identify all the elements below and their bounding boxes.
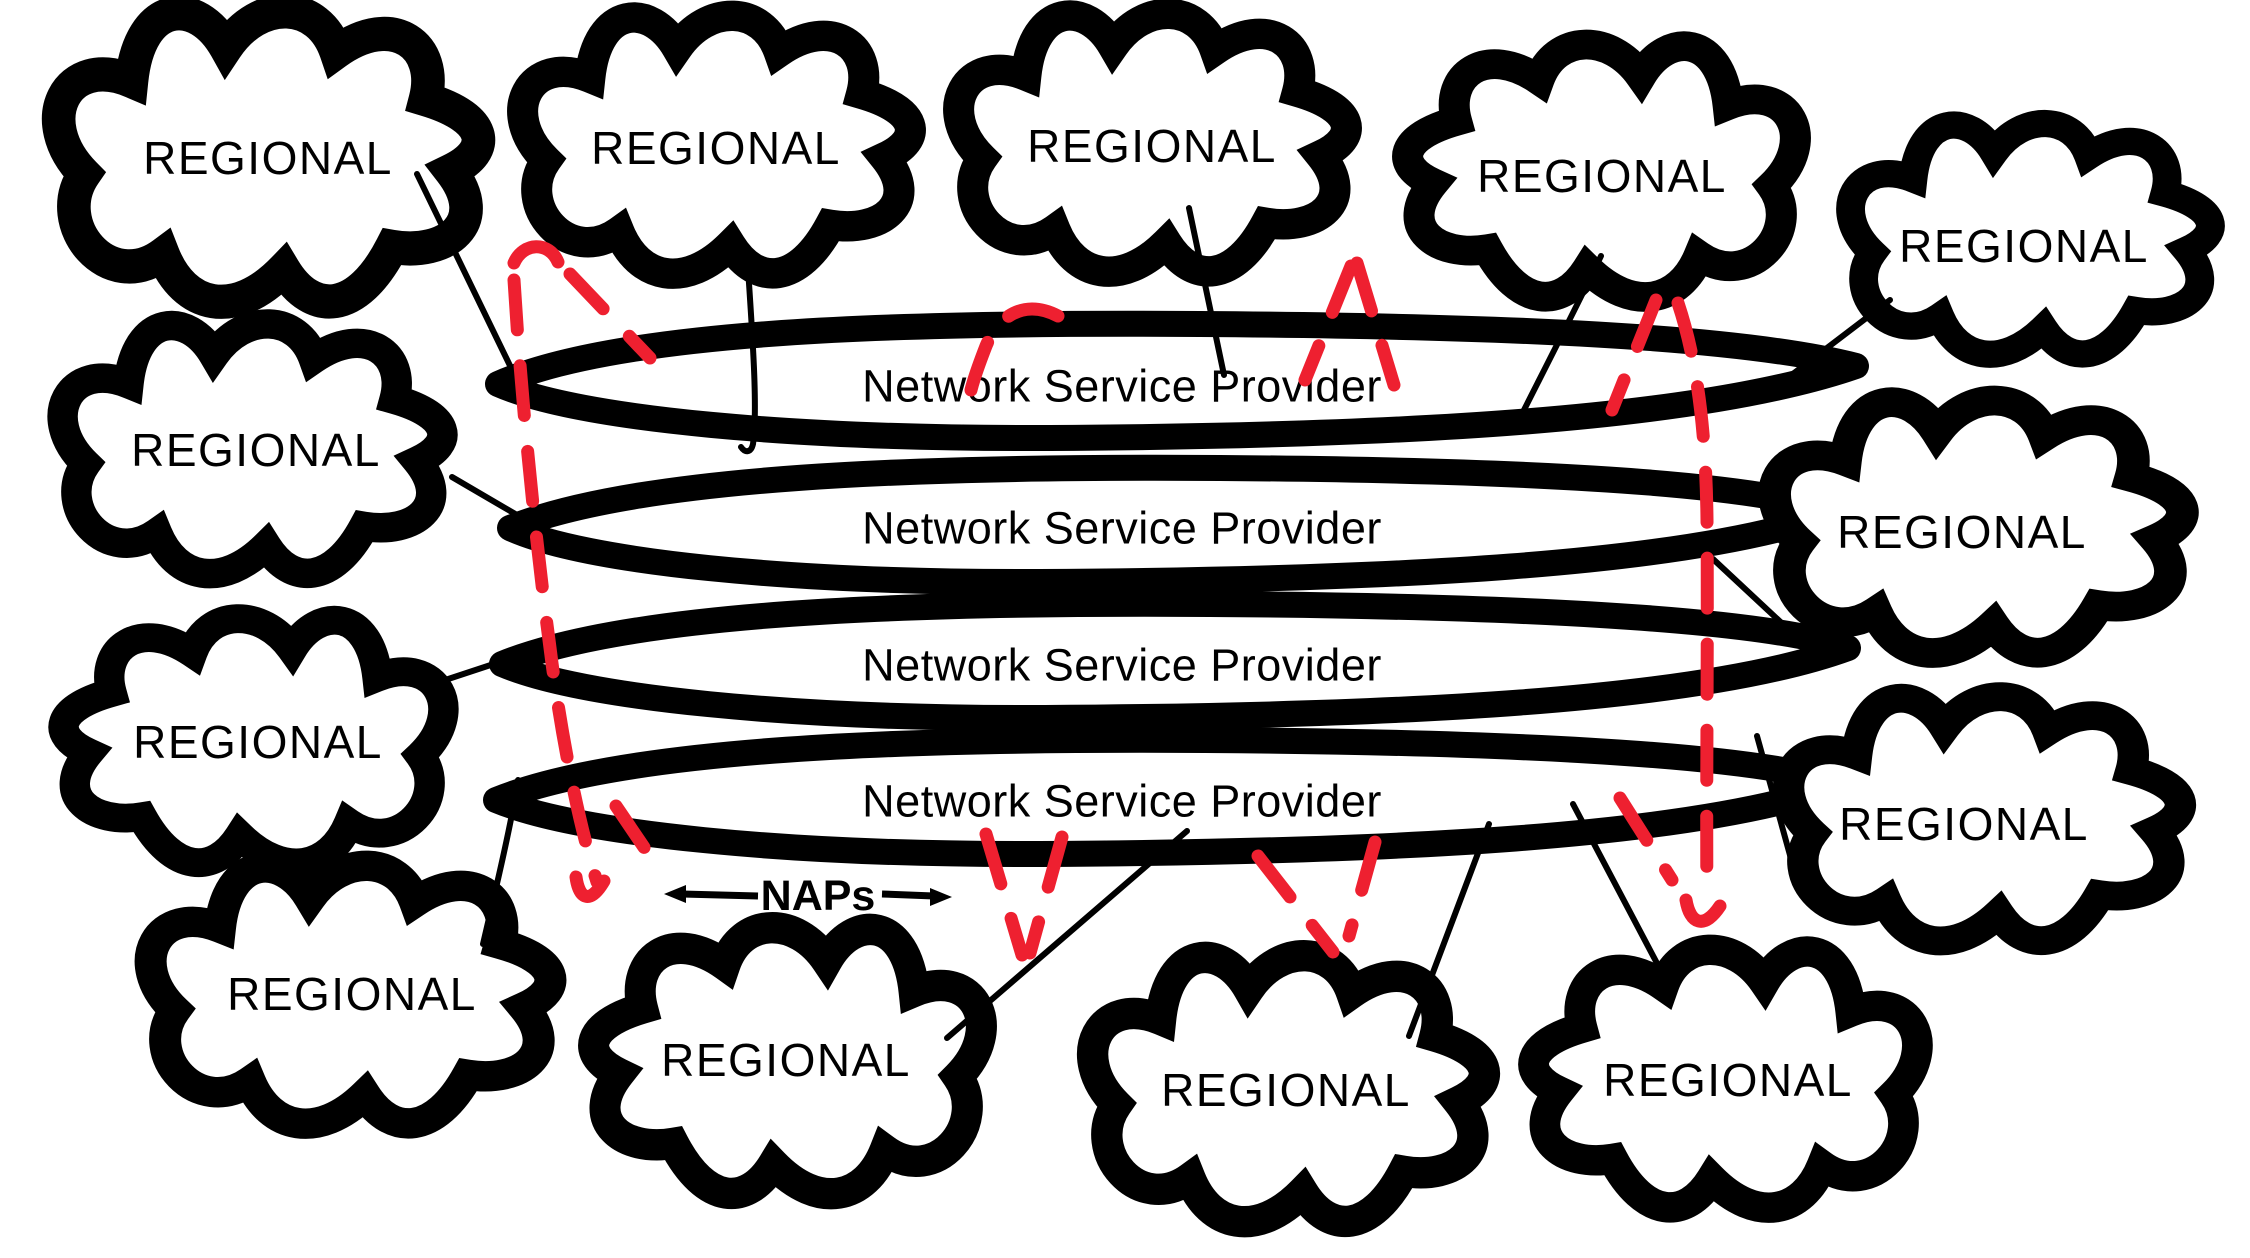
connector-topright-nsp <box>1774 297 1893 389</box>
nap-midright-bottom-left <box>1251 849 1340 959</box>
nap-left-top-branch <box>563 267 657 365</box>
nsp-ellipse-2: Network Service Provider <box>497 454 1849 596</box>
nap-line-left <box>507 273 604 889</box>
cloud-label: REGIONAL <box>133 716 383 768</box>
nap-left-bottom-branch <box>609 799 665 875</box>
cloud-regional-right-middle: REGIONAL <box>1775 401 2183 653</box>
cloud-regional-bottom-2: REGIONAL <box>1093 956 1485 1222</box>
cloud-label: REGIONAL <box>1839 798 2089 850</box>
cloud-label: REGIONAL <box>591 122 841 174</box>
cloud-label: REGIONAL <box>1161 1064 1411 1116</box>
nsp-label: Network Service Provider <box>862 361 1382 412</box>
cloud-label: REGIONAL <box>1027 120 1277 172</box>
nap-marks <box>507 240 1727 962</box>
naps-arrow-left-line <box>681 890 759 900</box>
nap-right-bottom-branch <box>1613 791 1679 887</box>
connector-lines <box>414 171 1893 1041</box>
nap-midleft-top-marks <box>964 302 1065 397</box>
cloud-label: REGIONAL <box>143 132 393 184</box>
nap-left-bottom-hook <box>569 870 611 903</box>
cloud-regional-top-2: REGIONAL <box>523 16 911 274</box>
connector-top3-nsp <box>1186 205 1227 378</box>
naps-callout: NAPs <box>664 872 952 920</box>
cloud-label: REGIONAL <box>1899 220 2149 272</box>
nsp-ellipse-shape <box>489 590 1861 732</box>
connector-top2-nsp <box>738 265 758 455</box>
cloud-regional-top-4: REGIONAL <box>1408 45 1796 297</box>
nap-right-top-branch <box>1605 293 1663 417</box>
nap-left-top-hook <box>507 240 565 270</box>
cloud-regional-bottom-1: REGIONAL <box>594 928 982 1194</box>
connector-bottom2-nsp <box>1406 821 1492 1039</box>
cloud-regional-bottom-3: REGIONAL <box>1534 950 1918 1208</box>
arrow-left-icon <box>664 885 686 903</box>
nsp-ellipse-4: Network Service Provider <box>483 726 1855 868</box>
cloud-label: REGIONAL <box>1477 150 1727 202</box>
nap-right-bottom-hook <box>1679 893 1727 928</box>
connector-leftmiddle-nsp <box>449 474 520 518</box>
connector-top4-nsp <box>1519 253 1604 424</box>
connector-leftlower-nsp <box>418 649 533 691</box>
cloud-label: REGIONAL <box>227 968 477 1020</box>
cloud-regional-top-right: REGIONAL <box>1851 124 2211 355</box>
connector-rightlower-nsp <box>1754 733 1796 869</box>
nsp-ellipse-1: Network Service Provider <box>485 310 1869 452</box>
nsp-label: Network Service Provider <box>862 776 1382 827</box>
cloud-regional-right-lower: REGIONAL <box>1789 697 2181 941</box>
nsp-label: Network Service Provider <box>862 503 1382 554</box>
connector-rightmiddle-nsp <box>1710 556 1805 645</box>
cloud-label: REGIONAL <box>131 424 381 476</box>
cloud-label: REGIONAL <box>1603 1054 1853 1106</box>
cloud-label: REGIONAL <box>661 1034 911 1086</box>
nap-midright-top-left <box>1298 259 1358 387</box>
naps-label: NAPs <box>761 872 876 920</box>
cloud-regional-top-3: REGIONAL <box>959 14 1347 272</box>
cloud-label: REGIONAL <box>1837 506 2087 558</box>
nap-midleft-bottom-right <box>1023 830 1069 960</box>
connector-bottomleft-nsp <box>480 777 521 947</box>
cloud-regional-bottom-left: REGIONAL <box>151 866 551 1124</box>
connector-bottom1-nsp <box>944 828 1190 1041</box>
nap-midright-top-right <box>1350 256 1401 392</box>
nsp-label: Network Service Provider <box>862 640 1382 691</box>
connector-bottom3-nsp <box>1570 801 1672 989</box>
connector-top1-nsp <box>414 171 519 381</box>
nap-midright-bottom-right <box>1342 835 1382 943</box>
naps-arrow-right-line <box>881 890 935 900</box>
nsp-ellipse-shape <box>485 310 1869 452</box>
nap-midleft-bottom-left <box>979 827 1029 962</box>
cloud-regional-left-lower: REGIONAL <box>64 619 444 863</box>
cloud-regional-left-middle: REGIONAL <box>63 324 443 574</box>
nsp-ellipse-3: Network Service Provider <box>489 590 1861 732</box>
cloud-regional-top-1: REGIONAL <box>59 11 479 301</box>
arrow-right-icon <box>930 888 952 906</box>
